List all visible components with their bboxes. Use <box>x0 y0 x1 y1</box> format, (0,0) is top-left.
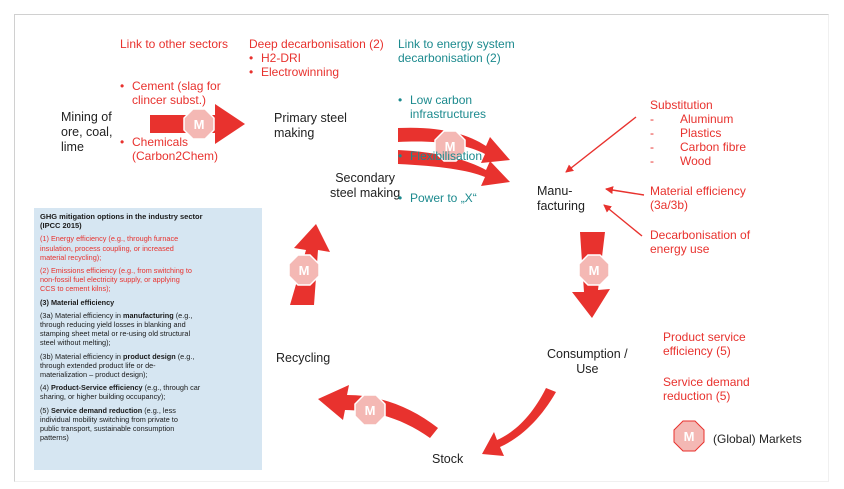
substitution-item: Carbon fibre <box>650 140 746 154</box>
label-primary-steel: Primary steel making <box>274 111 347 140</box>
deep-decarb-item: H2-DRI <box>249 51 384 65</box>
ghg-item-1: (1) Energy efficiency (e.g., through fur… <box>40 234 179 262</box>
deep-decarb-block: Deep decarbonisation (2) H2-DRI Electrow… <box>249 37 384 79</box>
ghg-item-3b: (3b) Material efficiency in product desi… <box>40 351 195 380</box>
market-m-label: M <box>194 117 205 132</box>
market-m-label: M <box>299 263 310 278</box>
label-stock: Stock <box>432 452 464 466</box>
link-sectors-title: Link to other sectors <box>120 37 229 51</box>
substitution-item: Aluminum <box>650 112 746 126</box>
link-sectors-item: Chemicals (Carbon2Chem) <box>120 135 228 163</box>
material-efficiency-label: Material efficiency (3a/3b) <box>650 184 746 212</box>
market-m-label: M <box>365 403 376 418</box>
product-service-label: Product service efficiency (5) <box>663 330 746 358</box>
arrow-primary-to-manufacturing-1 <box>398 127 510 163</box>
link-sectors-item: Cement (slag for clincer subst.) <box>120 79 228 107</box>
substitution-item: Plastics <box>650 126 746 140</box>
label-consumption: Consumption / Use <box>547 347 628 376</box>
market-octagon <box>288 254 320 286</box>
service-demand-label: Service demand reduction (5) <box>663 375 750 403</box>
deep-decarb-item: Electrowinning <box>249 65 384 79</box>
substitution-block: Substitution Aluminum Plastics Carbon fi… <box>650 98 746 168</box>
market-octagon <box>578 254 610 286</box>
link-energy-title: Link to energy system decarbonisation (2… <box>398 37 515 65</box>
legend-market-octagon <box>673 420 705 452</box>
ghg-options-box: GHG mitigation options in the industry s… <box>34 208 262 470</box>
ghg-item-2: (2) Emissions efficiency (e.g., from swi… <box>40 266 192 294</box>
ghg-item-5: (5) Service demand reduction (e.g., less… <box>40 405 178 443</box>
ghg-item-3a: (3a) Material efficiency in manufacturin… <box>40 310 193 348</box>
ghg-title: GHG mitigation options in the industry s… <box>40 212 203 231</box>
link-energy-item: Power to „X“ <box>398 191 515 205</box>
label-global-markets: (Global) Markets <box>713 432 802 446</box>
link-energy-item: Low carbon infrastructures <box>398 93 515 121</box>
label-recycling: Recycling <box>276 351 331 365</box>
label-secondary-steel: Secondary steel making <box>330 171 401 200</box>
market-octagon <box>354 394 386 426</box>
link-sectors-block: Link to other sectors Cement (slag for c… <box>120 37 228 191</box>
arrow-decarb-energy <box>603 204 643 237</box>
decarb-energy-label: Decarbonisation of energy use <box>650 228 751 256</box>
arrow-consumption-to-stock <box>482 388 556 456</box>
arrow-material-efficiency <box>605 186 645 196</box>
label-mining: Mining of ore, coal, lime <box>61 110 113 154</box>
ghg-item-3: (3) Material efficiency <box>40 297 115 307</box>
market-m-label: M <box>589 263 600 278</box>
substitution-title: Substitution <box>650 98 713 112</box>
arrow-substitution <box>565 116 637 173</box>
market-m-label: M <box>445 139 456 154</box>
substitution-item: Wood <box>650 154 746 168</box>
label-manufacturing: Manu- facturing <box>537 184 585 213</box>
deep-decarb-title: Deep decarbonisation (2) <box>249 37 384 51</box>
link-energy-block: Link to energy system decarbonisation (2… <box>398 37 515 233</box>
market-m-label: M <box>684 429 695 444</box>
link-energy-item: Flexibilisation <box>398 149 515 163</box>
ghg-item-4: (4) Product-Service efficiency (e.g., th… <box>40 383 201 402</box>
